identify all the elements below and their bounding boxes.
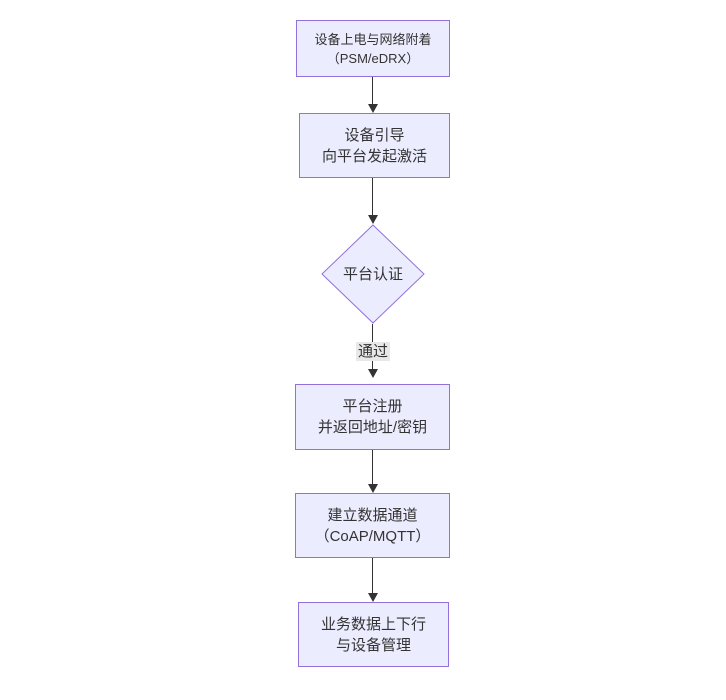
node-platform-auth-decision: 平台认证	[321, 224, 425, 324]
arrowhead-icon	[368, 484, 378, 493]
node-label-line: 与设备管理	[335, 636, 411, 654]
node-label-line: 建立数据通道	[327, 506, 418, 524]
node-label-line: 并返回地址/密钥	[317, 419, 428, 436]
node-label-line: 平台认证	[342, 265, 403, 283]
arrowhead-icon	[368, 593, 378, 602]
edge-label-pass: 通过	[355, 342, 391, 361]
node-label-line: 业务数据上下行	[320, 615, 426, 633]
node-label-line: 平台注册	[342, 398, 403, 415]
node-label-line: 向平台发起激活	[321, 147, 427, 165]
node-data-channel: 建立数据通道 （CoAP/MQTT）	[295, 493, 450, 558]
edge-channel-to-business	[372, 558, 373, 594]
node-label-line: （PSM/eDRX）	[326, 50, 420, 66]
node-platform-register: 平台注册 并返回地址/密钥	[295, 384, 450, 450]
arrowhead-icon	[368, 215, 378, 224]
arrowhead-icon	[368, 369, 378, 378]
edge-power-to-bootstrap	[372, 77, 373, 105]
node-label-line: （CoAP/MQTT）	[314, 527, 431, 545]
edge-bootstrap-to-auth	[372, 178, 373, 216]
diamond-shape	[321, 224, 425, 324]
node-business-data-management: 业务数据上下行 与设备管理	[298, 602, 449, 667]
node-bootstrap-activate: 设备引导 向平台发起激活	[299, 113, 450, 178]
edge-register-to-channel	[372, 450, 373, 485]
node-power-network-attach: 设备上电与网络附着 （PSM/eDRX）	[296, 20, 450, 77]
arrowhead-icon	[368, 104, 378, 113]
node-label-line: 设备引导	[344, 126, 405, 144]
node-label-line: 设备上电与网络附着	[314, 31, 432, 47]
